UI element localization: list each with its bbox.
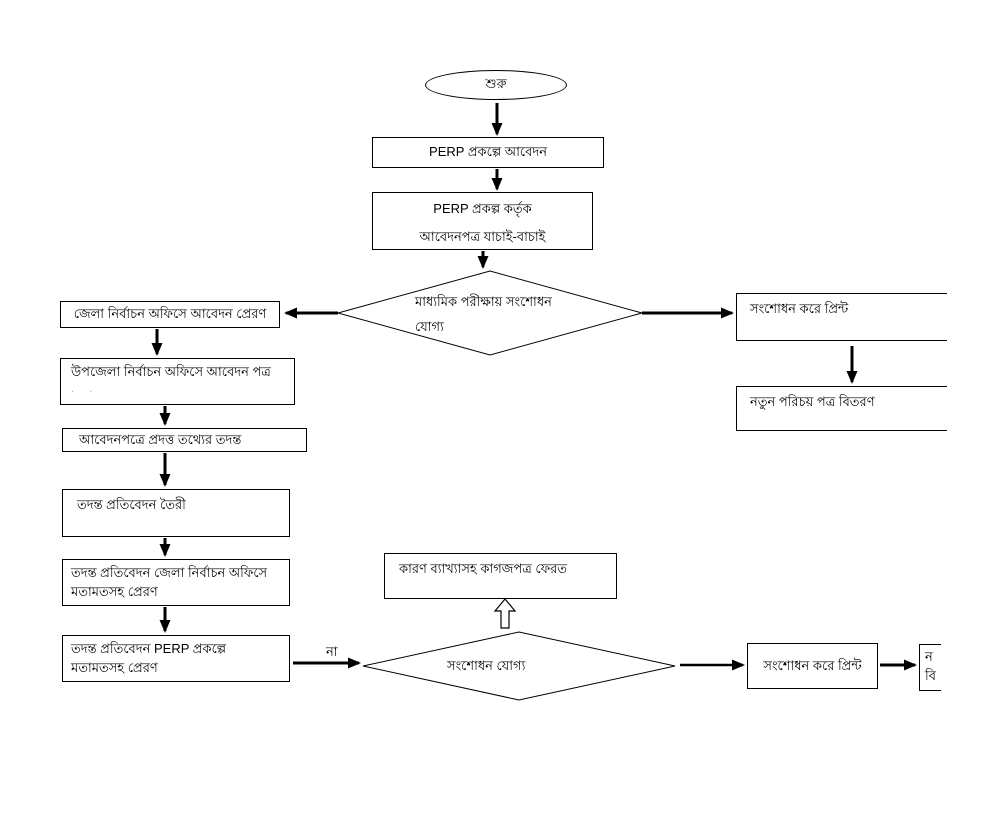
district-office-label: জেলা নির্বাচন অফিসে আবেদন প্রেরণ — [73, 306, 267, 322]
print-top-label: সংশোধন করে প্রিন্ট — [750, 301, 849, 316]
decision1-line1: মাধ্যমিক পরীক্ষায় সংশোধন — [415, 294, 552, 309]
upazila-office-line2: . . — [71, 382, 99, 395]
investigation-node: আবেদনপত্রে প্রদত্ত তথ্যের তদন্ত — [62, 428, 307, 452]
distribute-bottom-line1: ন — [925, 649, 933, 664]
upazila-office-node: উপজেলা নির্বাচন অফিসে আবেদন পত্র . . — [60, 358, 295, 405]
report-perp-line2: মতামতসহ প্রেরণ — [71, 659, 158, 675]
report-district-node: তদন্ত প্রতিবেদন জেলা নির্বাচন অফিসে মতাম… — [62, 559, 290, 606]
decision1-text: মাধ্যমিক পরীক্ষায় সংশোধন যোগ্য — [415, 289, 650, 339]
distribute-bottom-line2: বি — [925, 667, 936, 683]
report-perp-line1: তদন্ত প্রতিবেদন PERP প্রকল্পে — [71, 641, 227, 656]
verify-line1: PERP প্রকল্প কর্তৃক — [433, 201, 532, 216]
decision2-diamond — [362, 631, 676, 701]
report-district-line2: মতামতসহ প্রেরণ — [71, 583, 158, 599]
start-node: শুরু — [425, 70, 567, 100]
start-label: শুরু — [485, 75, 507, 91]
verify-line2: আবেদনপত্র যাচাই-বাচাই — [419, 228, 546, 244]
edge-label-no: না — [326, 644, 338, 659]
return-docs-node: কারণ ব্যাখ্যাসহ কাগজপত্র ফেরত — [384, 553, 617, 599]
upazila-office-line1: উপজেলা নির্বাচন অফিসে আবেদন পত্র — [71, 364, 271, 379]
block-up-arrow — [493, 598, 517, 629]
distribute-top-label: নতুন পরিচয় পত্র বিতরণ — [750, 394, 875, 409]
print-bottom-node: সংশোধন করে প্রিন্ট — [747, 643, 878, 689]
distribute-bottom-node: ন বি — [919, 644, 941, 691]
report-perp-node: তদন্ত প্রতিবেদন PERP প্রকল্পে মতামতসহ প্… — [62, 635, 290, 682]
print-top-node: সংশোধন করে প্রিন্ট — [736, 293, 947, 341]
decision2-label: সংশোধন যোগ্য — [447, 658, 526, 673]
distribute-top-node: নতুন পরিচয় পত্র বিতরণ — [736, 386, 947, 431]
apply-node: PERP প্রকল্পে আবেদন — [372, 137, 604, 168]
report-district-line1: তদন্ত প্রতিবেদন জেলা নির্বাচন অফিসে — [71, 565, 268, 580]
decision2-text: সংশোধন যোগ্য — [447, 653, 525, 678]
district-office-node: জেলা নির্বাচন অফিসে আবেদন প্রেরণ — [60, 301, 280, 328]
return-docs-label: কারণ ব্যাখ্যাসহ কাগজপত্র ফেরত — [399, 561, 568, 576]
report-prepare-label: তদন্ত প্রতিবেদন তৈরী — [77, 497, 186, 512]
decision1-line2: যোগ্য — [415, 319, 444, 334]
apply-label: PERP প্রকল্পে আবেদন — [429, 144, 547, 160]
report-prepare-node: তদন্ত প্রতিবেদন তৈরী — [62, 489, 290, 537]
investigation-label: আবেদনপত্রে প্রদত্ত তথ্যের তদন্ত — [79, 432, 242, 447]
print-bottom-label: সংশোধন করে প্রিন্ট — [763, 657, 862, 673]
verify-node: PERP প্রকল্প কর্তৃক আবেদনপত্র যাচাই-বাচা… — [372, 192, 593, 250]
